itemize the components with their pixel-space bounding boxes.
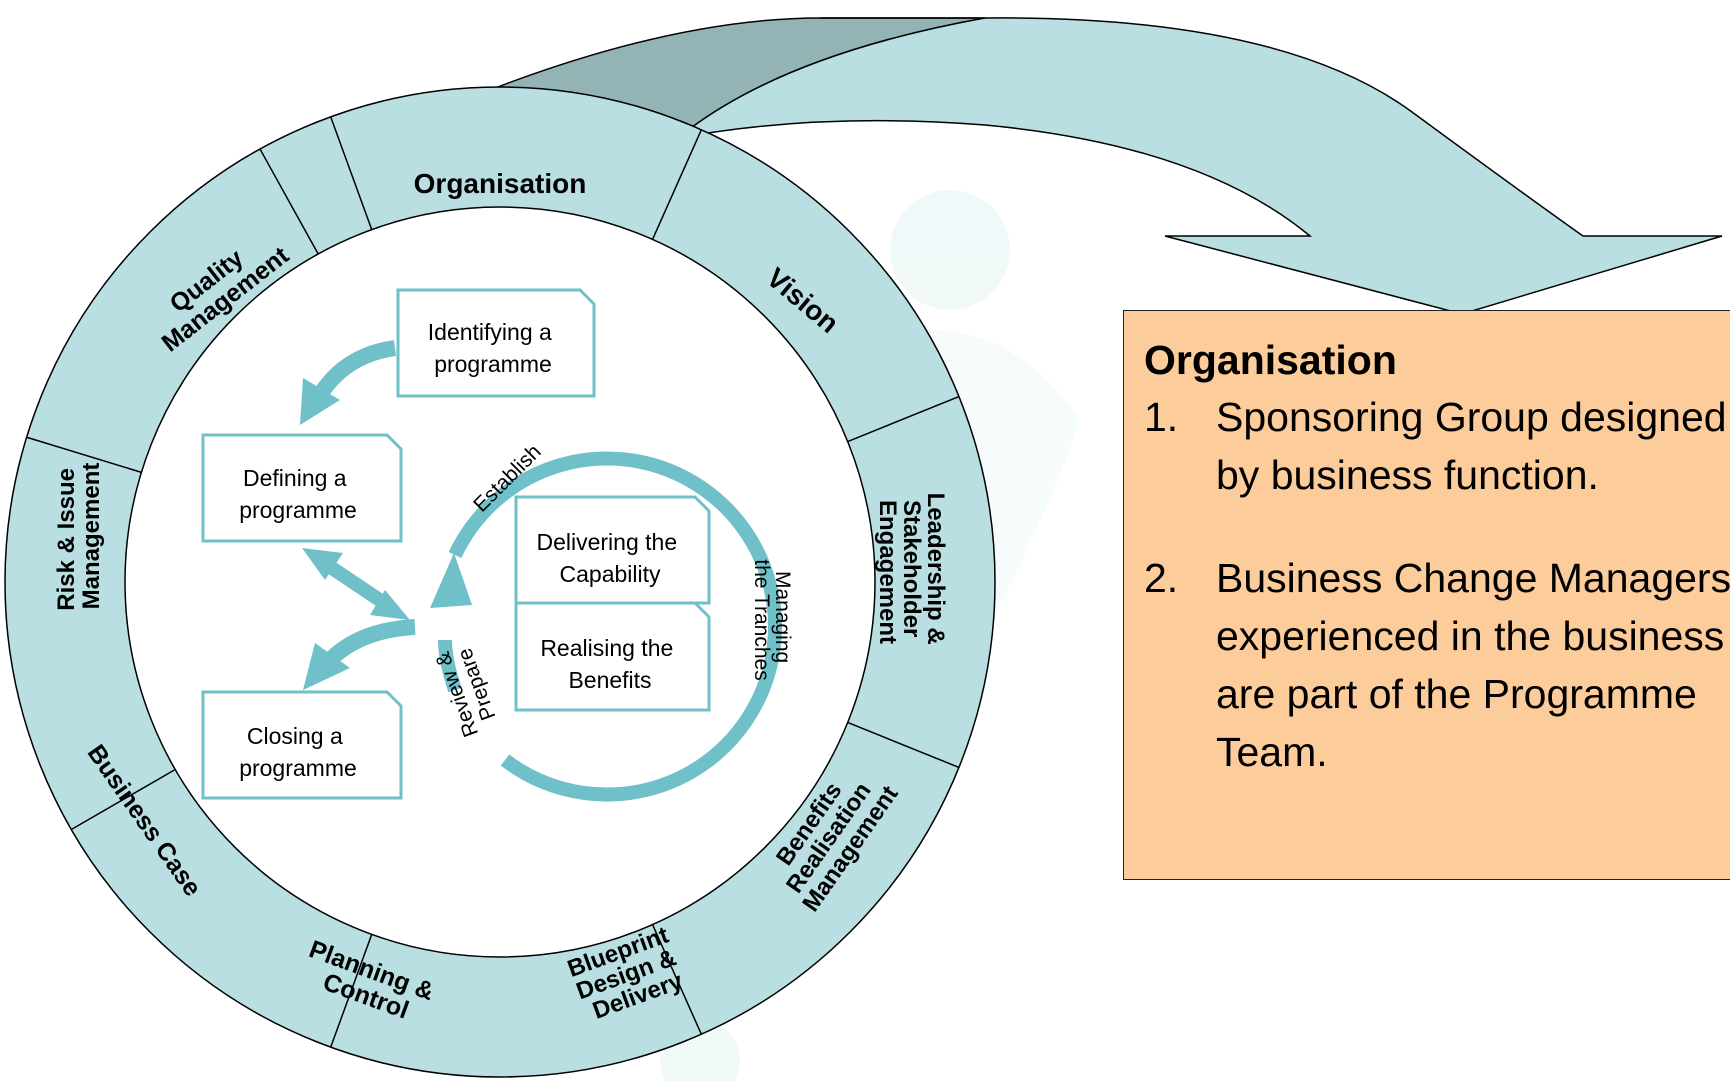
ring-divider <box>847 721 960 769</box>
flow-arrow-identify-define <box>313 340 397 400</box>
double-arrowhead-a <box>302 548 343 580</box>
cycle-arc <box>448 451 782 802</box>
box-realising[interactable]: Realising the Benefits <box>514 601 711 712</box>
box-defining[interactable]: Defining a programme <box>201 433 403 543</box>
ring-divider <box>26 436 142 474</box>
info-item-number: 1. <box>1144 394 1179 440</box>
info-item-1: 1. Sponsoring Group designed by business… <box>1144 388 1730 504</box>
svg-text:Closing a programme: Closing a programme <box>239 723 357 781</box>
ring-dividers <box>26 116 960 1048</box>
svg-text:Defining a programme: Defining a programme <box>239 465 357 523</box>
segment-label-leadership[interactable]: Leadership & Stakeholder Engagement <box>874 493 949 652</box>
info-title: Organisation <box>1144 337 1397 383</box>
svg-text:Realising the Benefits: Realising the Benefits <box>540 635 679 693</box>
svg-text:Delivering the Capabil: Delivering the Capability <box>536 529 683 587</box>
flow-arrowhead-close <box>303 643 350 690</box>
flow-arrowhead-1 <box>300 378 340 425</box>
box-delivering[interactable]: Delivering the Capability <box>514 495 711 605</box>
info-item-2: 2. Business Change Managers experienced … <box>1144 549 1730 781</box>
info-item-text: Sponsoring Group designed by business fu… <box>1216 394 1727 498</box>
segment-label-risk[interactable]: Risk & Issue Management <box>53 461 105 611</box>
ring-divider <box>329 116 373 230</box>
info-item-text: Business Change Managers experienced in … <box>1216 555 1730 775</box>
box-identifying[interactable]: Identifying a programme <box>396 288 596 398</box>
box-closing[interactable]: Closing a programme <box>201 690 403 800</box>
info-box: Organisation 1. Sponsoring Group designe… <box>1123 310 1730 880</box>
segment-label-organisation[interactable]: Organisation <box>414 168 587 199</box>
ring-divider <box>329 934 373 1048</box>
cycle-arc-left <box>438 639 462 693</box>
ring-divider <box>651 924 703 1035</box>
flow-arrow-close <box>324 619 416 666</box>
svg-text:Identifying a programm: Identifying a programme <box>428 319 558 377</box>
ring-divider <box>651 129 703 240</box>
arrow-body <box>677 17 1723 315</box>
label-managing: Managing the Tranches <box>750 559 794 680</box>
ring-divider <box>259 148 319 255</box>
double-arrowhead-b <box>370 590 410 620</box>
ring-divider <box>70 768 176 831</box>
ring-divider <box>847 395 960 443</box>
cycle-arrowhead <box>430 553 472 608</box>
info-item-number: 2. <box>1144 555 1179 601</box>
